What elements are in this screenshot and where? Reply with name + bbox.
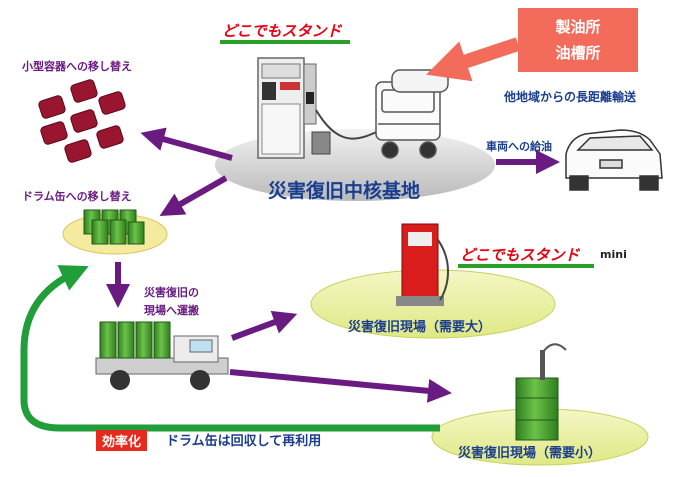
arrow-to-site-large (230, 310, 298, 341)
transport-label: 災害復旧の 現場へ運搬 (144, 284, 199, 320)
stand-name-underline (220, 40, 350, 44)
car-illustration (565, 129, 663, 191)
oil-depot-label: 油槽所 (555, 44, 601, 62)
arrow-to-drums (159, 175, 228, 216)
stand-name-label: どこでもスタンド (222, 22, 342, 40)
mini-stand-name: どこでもスタンド (460, 246, 580, 264)
drums-on-plate-illustration (83, 209, 145, 245)
site-small-label: 災害復旧現場（需要小） (458, 446, 602, 461)
small-container-label: 小型容器への移し替え (22, 60, 132, 73)
drum-truck-illustration (95, 321, 229, 390)
arrow-to-small-containers (140, 127, 233, 161)
fuel-stand-illustration (257, 57, 386, 159)
supply-arrow (426, 37, 521, 82)
small-containers-illustration (38, 79, 126, 163)
drum-transfer-label: ドラム缶への移し替え (22, 190, 132, 203)
transport-line-2: 現場へ運搬 (144, 304, 199, 317)
recycle-text: ドラム缶は回収して再利用 (166, 434, 322, 449)
mini-stand-illustration (396, 223, 449, 306)
single-drum-illustration (515, 343, 567, 441)
mini-stand-underline (458, 264, 594, 268)
long-distance-label: 他地域からの長距離輸送 (504, 90, 637, 104)
mini-stand-suffix: mini (600, 248, 627, 261)
refinery-label: 製油所 (555, 18, 601, 36)
core-base-label: 災害復旧中核基地 (268, 180, 421, 202)
vehicle-refuel-label: 車両への給油 (486, 140, 552, 153)
supply-source-box: 製油所 油槽所 (518, 8, 638, 72)
arrow-to-site-small (229, 369, 452, 403)
efficiency-badge: 効率化 (96, 430, 148, 451)
recycle-arrow (20, 265, 440, 432)
tanker-truck-illustration (375, 69, 449, 159)
transport-line-1: 災害復旧の (144, 286, 199, 299)
site-large-label: 災害復旧現場（需要大） (348, 320, 492, 335)
